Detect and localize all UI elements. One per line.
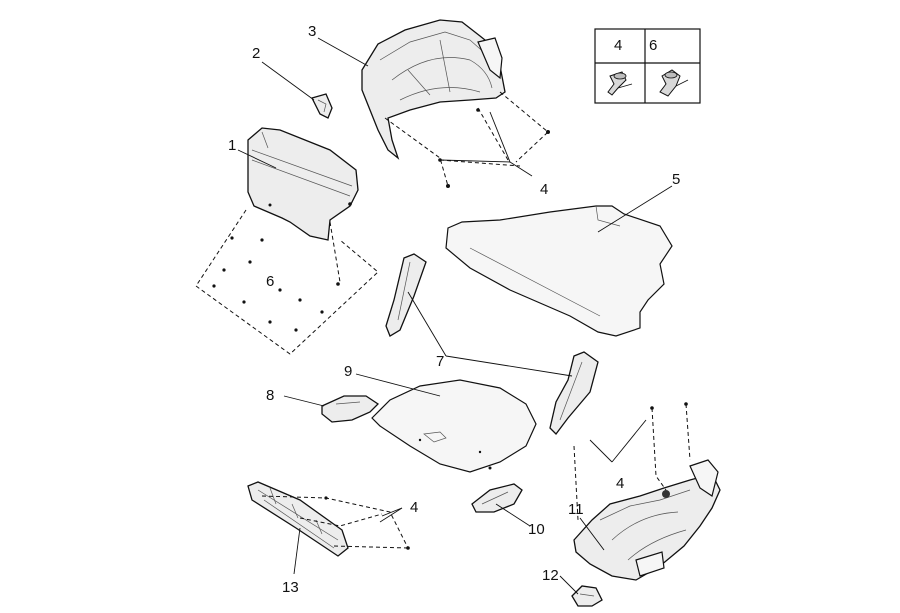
part-5-trunk-floor-carpet xyxy=(445,205,673,337)
part-11-fastener-guides xyxy=(573,402,691,521)
part-7-side-trim-right xyxy=(549,351,599,435)
callout-5: 5 xyxy=(672,171,680,188)
callout-1: 1 xyxy=(228,137,236,154)
part-6-dots xyxy=(212,236,340,332)
callout-4-lower: 4 xyxy=(410,499,418,516)
fastener-legend: 4 6 xyxy=(594,28,701,104)
part-3-fastener-guides xyxy=(384,91,550,188)
push-clip-icon xyxy=(607,71,633,96)
callout-3: 3 xyxy=(308,23,316,40)
part-8-pad xyxy=(321,395,380,423)
callout-6: 6 xyxy=(266,273,274,290)
callout-9: 9 xyxy=(344,363,352,380)
legend-label-6: 6 xyxy=(649,37,657,54)
callout-11: 11 xyxy=(568,501,584,518)
part-2-clip xyxy=(311,93,333,119)
legend-label-4: 4 xyxy=(614,37,622,54)
part-7-side-trim-left xyxy=(385,253,427,337)
callout-4-right: 4 xyxy=(616,475,624,492)
callout-8: 8 xyxy=(266,387,274,404)
part-12-clip xyxy=(571,585,603,607)
callout-12: 12 xyxy=(542,567,559,584)
part-10-pad xyxy=(471,483,523,513)
part-1-rear-panel-trim xyxy=(247,127,359,241)
part-6-floor-insulation xyxy=(195,209,379,355)
callout-2: 2 xyxy=(252,45,260,62)
part-9-spare-wheel-cover xyxy=(371,379,537,473)
callout-7: 7 xyxy=(436,353,444,370)
rivet-clip-icon xyxy=(659,69,689,97)
callout-labels: 2 3 1 4 5 6 7 8 9 4 4 10 11 12 13 xyxy=(228,23,680,596)
part-3-wheelhouse-liner xyxy=(361,19,506,160)
callout-13: 13 xyxy=(282,579,299,596)
part-11-wheelhouse-liner-lower xyxy=(573,459,721,581)
callout-4-upper: 4 xyxy=(540,181,548,198)
leader-lines xyxy=(237,37,673,595)
callout-10: 10 xyxy=(528,521,545,538)
part-13-rear-bar xyxy=(247,481,410,557)
